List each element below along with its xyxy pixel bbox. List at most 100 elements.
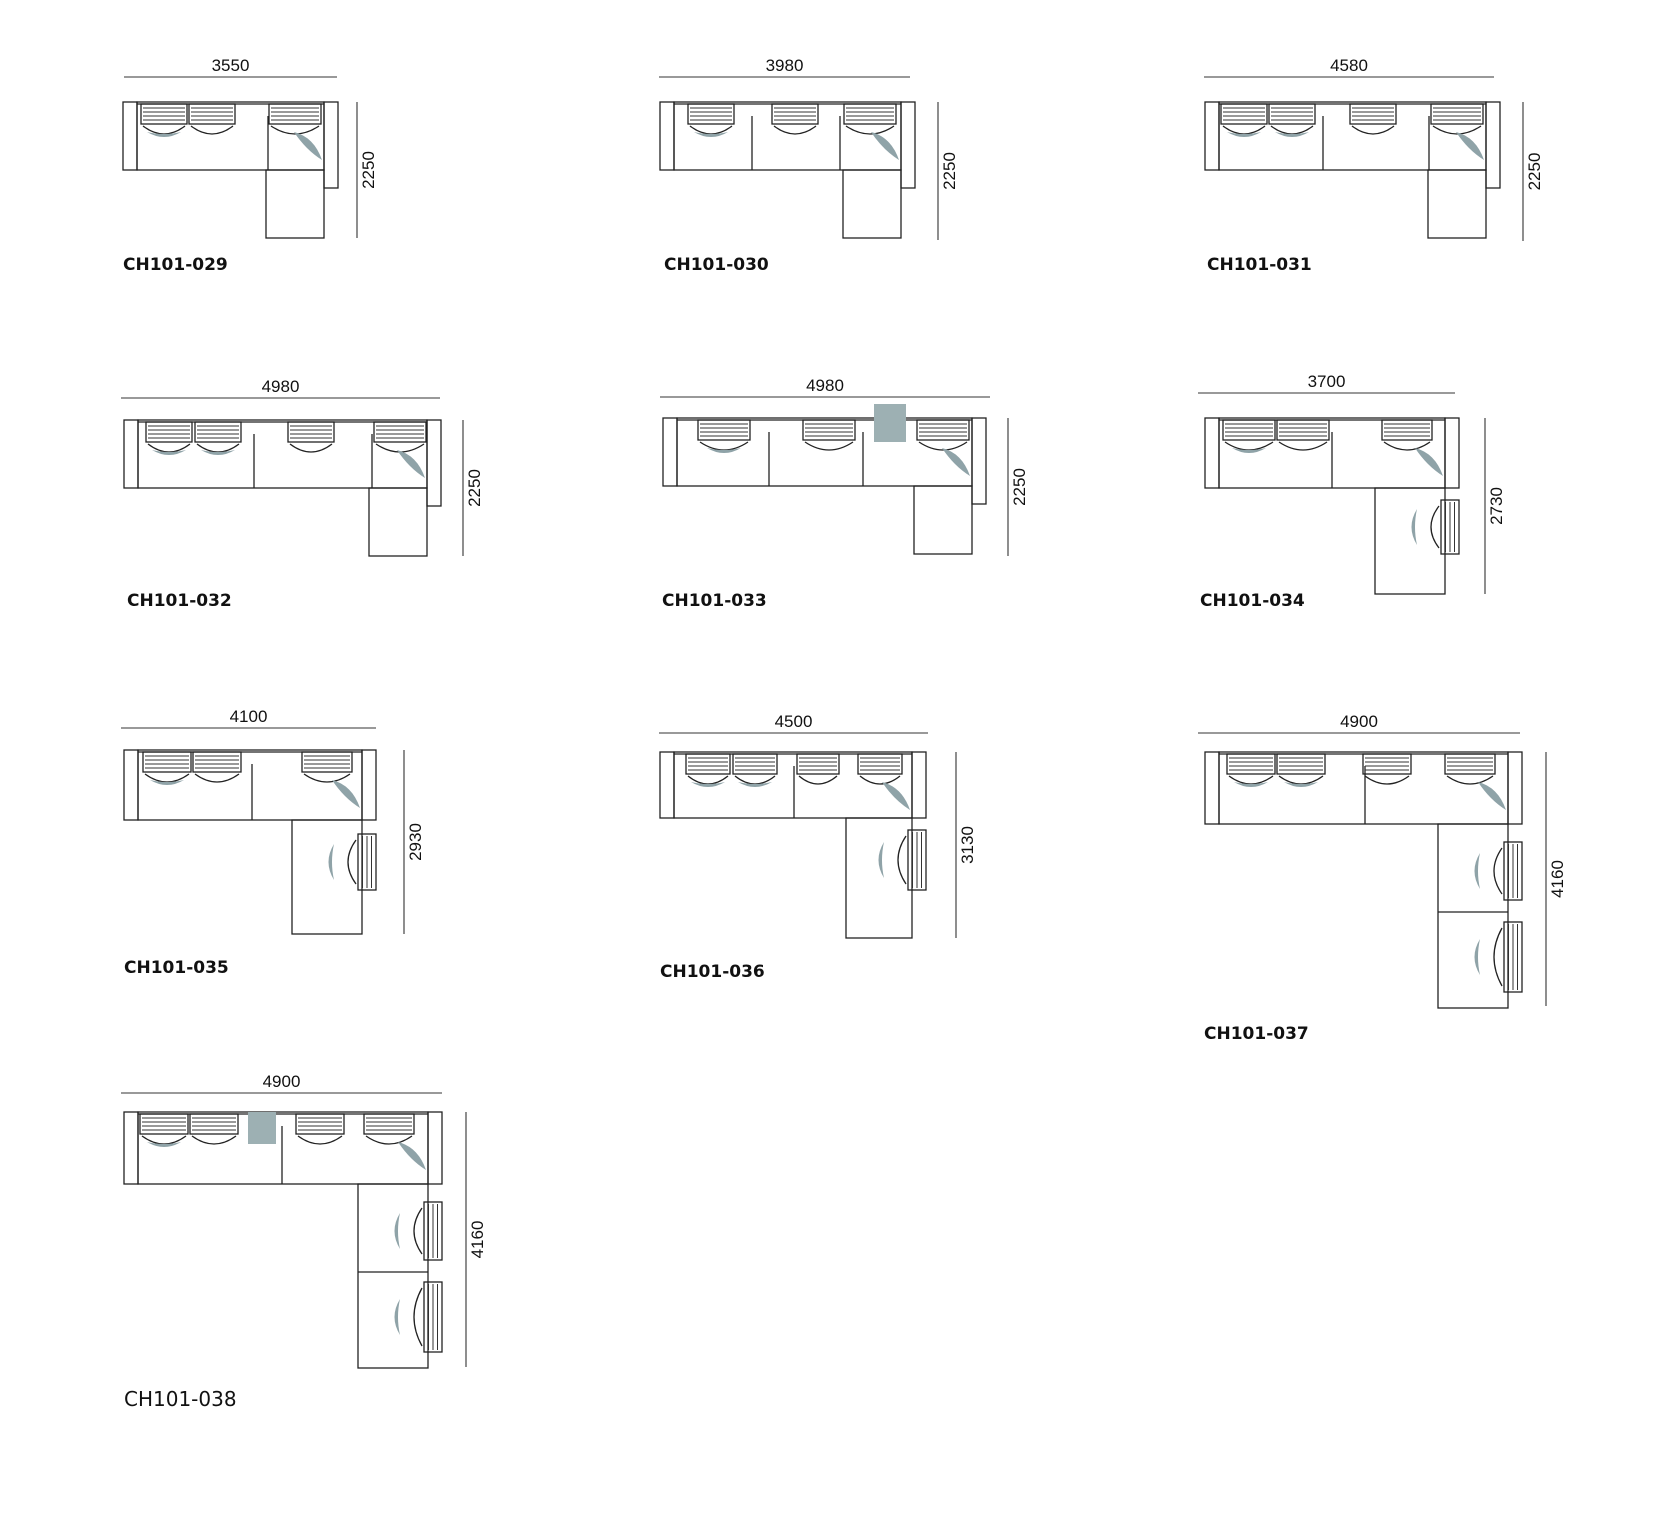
depth-dimension-label: 4160 [1548,860,1567,898]
throw-pillow-icon [1234,782,1268,787]
right-arm [323,101,339,189]
back-cushion [194,421,242,443]
chaise-extension [265,169,325,239]
back-cushion [189,1113,239,1135]
right-arm [1485,101,1501,189]
seat-cushion-curve [845,125,895,135]
model-code-label: CH101-036 [660,962,765,982]
seat-cushion-curve [1430,505,1440,549]
seat-cushion-curve [375,443,425,453]
corner-back [1444,417,1460,489]
depth-dimension-label: 2250 [359,151,378,189]
side-back-cushion [907,829,927,891]
back-cushion [139,1113,189,1135]
left-arm [659,751,675,819]
model-code-label: CH101-033 [662,591,767,611]
seat-cushion-curve [798,775,838,785]
corner-pillow-icon [294,132,322,160]
width-dimension-label: 4900 [263,1072,301,1091]
side-back-cushion [357,833,377,891]
throw-pillow-icon [738,782,772,787]
throw-pillow-icon [328,844,334,880]
width-dimension-label: 3980 [766,56,804,75]
seat-cushion-curve [365,1135,413,1145]
back-cushion [1220,103,1268,125]
left-arm [123,1111,139,1185]
side-back-cushion [423,1281,443,1353]
model-code-label: CH101-038 [124,1387,237,1411]
side-back-cushion [423,1201,443,1261]
sofa-body [137,1111,429,1185]
back-cushion [145,421,193,443]
back-cushion [1268,103,1316,125]
back-cushion [771,103,819,125]
back-cushion [1362,753,1412,775]
throw-pillow-icon [152,450,186,455]
width-dimension-label: 3700 [1308,372,1346,391]
chaise-extension [913,485,973,555]
depth-dimension-label: 2250 [940,152,959,190]
back-cushion [1381,419,1433,441]
back-cushion [363,1113,415,1135]
throw-pillow-icon [1474,939,1480,975]
back-cushion [192,751,242,773]
depth-dimension-label: 2930 [406,823,425,861]
model-code-label: CH101-032 [127,591,232,611]
seat-cushion-curve [1224,441,1274,451]
seat-cushion-curve [1364,775,1410,785]
corner-pillow-icon [871,132,899,160]
seat-cushion-curve [297,1135,343,1145]
model-code-label: CH101-037 [1204,1024,1309,1044]
width-dimension-label: 3550 [212,56,250,75]
corner-back [427,1111,443,1185]
side-table [874,404,906,442]
width-dimension-label: 4980 [262,377,300,396]
side-back-cushion [1503,921,1523,993]
corner-back [1507,751,1523,825]
side-table [248,1112,276,1144]
model-code-label: CH101-034 [1200,591,1305,611]
right-arm [900,101,916,189]
back-cushion [796,753,840,775]
corner-pillow-icon [1478,782,1506,810]
back-cushion [295,1113,345,1135]
left-arm [122,101,138,171]
corner-back [911,751,927,819]
seat-cushion-curve [1383,441,1431,451]
throw-pillow-icon [707,448,741,453]
throw-pillow-icon [394,1299,400,1335]
seat-cushion-curve [1493,847,1503,895]
seat-cushion-curve [773,125,817,135]
back-cushion [1430,103,1484,125]
corner-back [361,749,377,821]
corner-return [357,1183,429,1369]
model-code-label: CH101-031 [1207,255,1312,275]
seat-cushion-curve [270,125,320,135]
depth-dimension-label: 2250 [1525,153,1544,191]
corner-return [1437,823,1509,1009]
width-dimension-label: 4980 [806,376,844,395]
throw-pillow-icon [150,780,184,785]
back-cushion [697,419,751,441]
right-arm [971,417,987,505]
back-cushion [1222,419,1276,441]
width-dimension-label: 4900 [1340,712,1378,731]
back-cushion [140,103,188,125]
throw-pillow-icon [1232,448,1266,453]
back-cushion [1444,753,1496,775]
width-dimension-label: 4580 [1330,56,1368,75]
corner-pillow-icon [398,1142,426,1170]
seat-cushion-curve [1493,927,1503,987]
corner-pillow-icon [332,780,360,808]
corner-pillow-icon [1415,448,1443,476]
left-arm [1204,417,1220,489]
seat-cushion-curve [194,773,240,783]
seat-cushion-curve [1278,441,1328,451]
depth-dimension-label: 2730 [1487,487,1506,525]
